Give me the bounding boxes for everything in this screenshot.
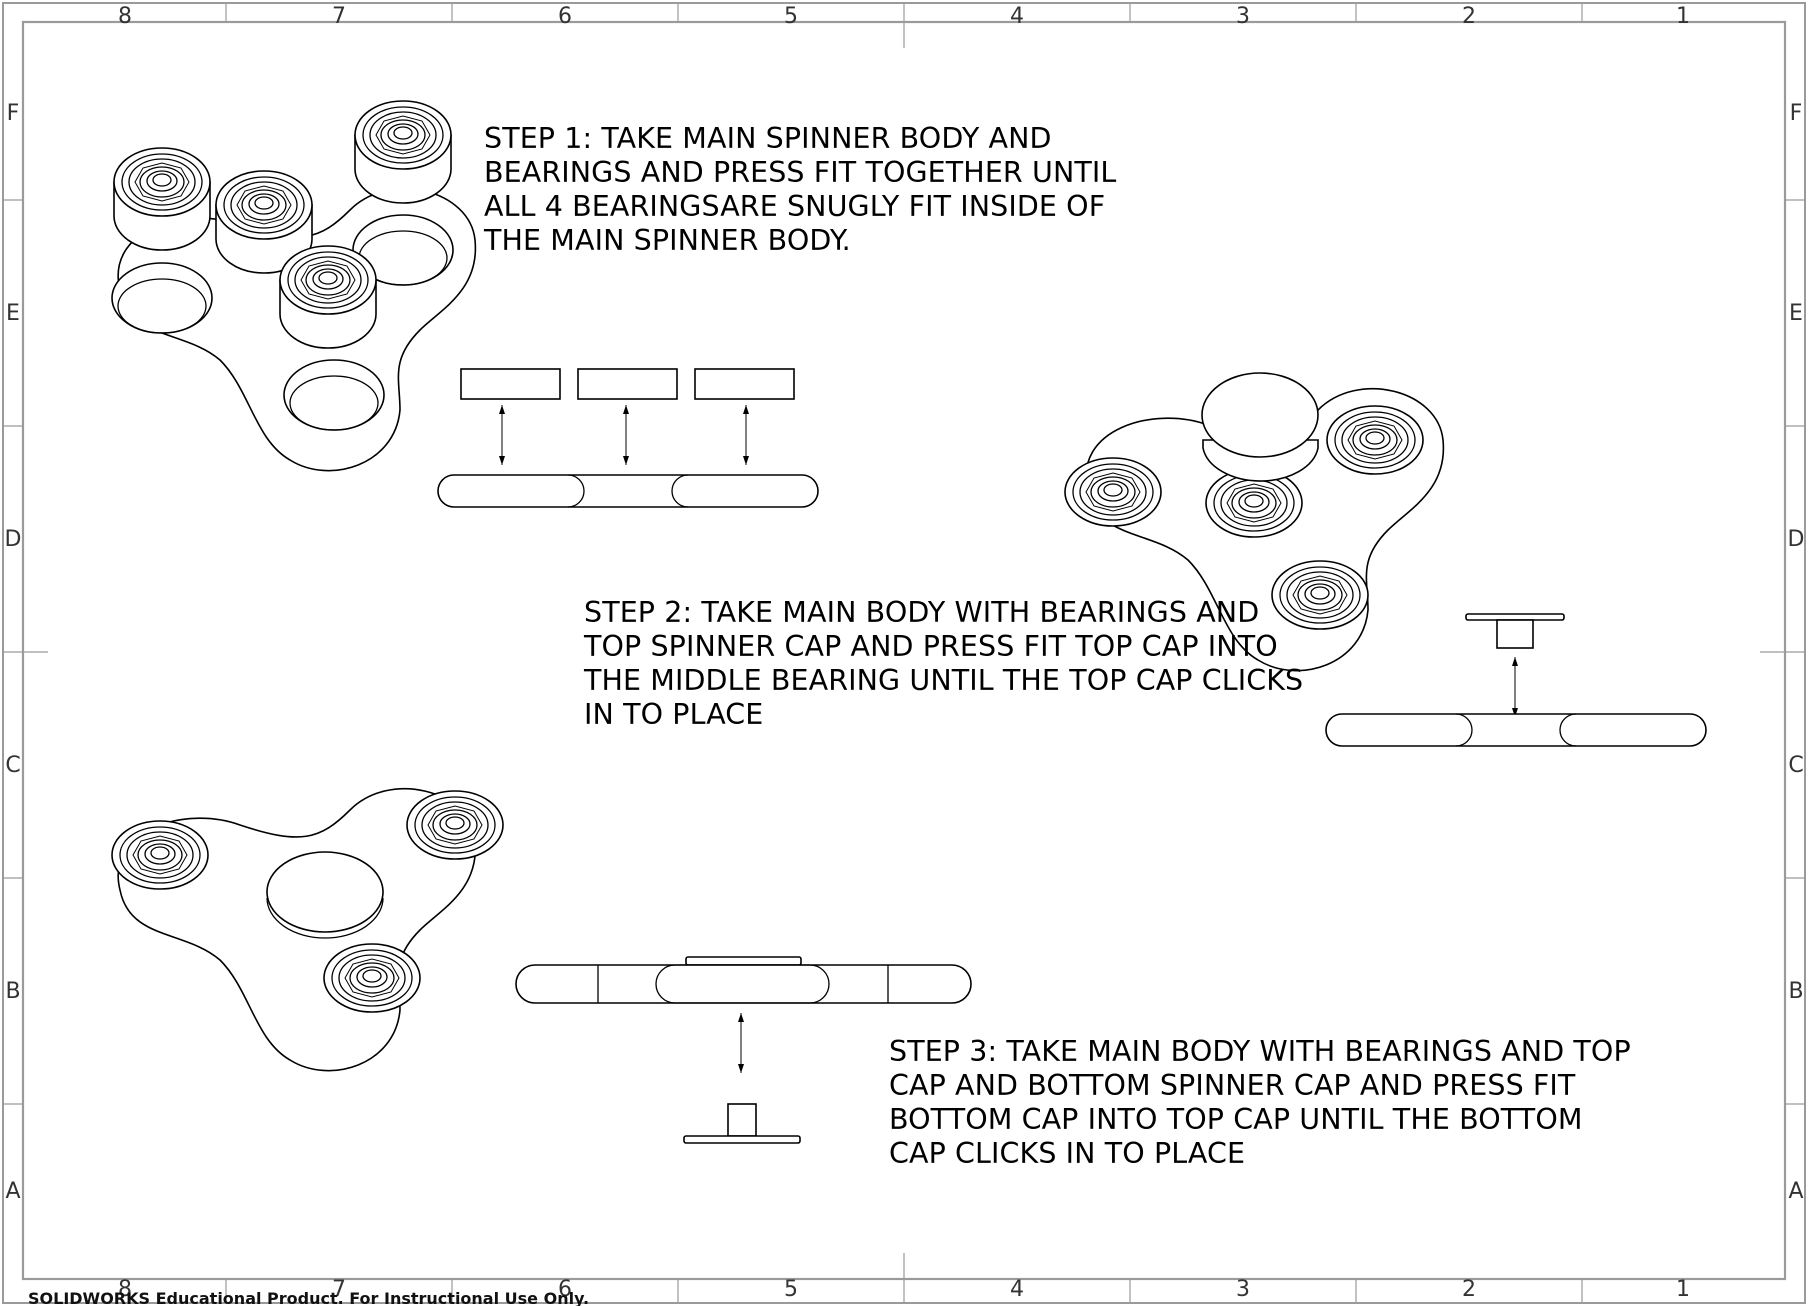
step1-line: BEARINGS AND PRESS FIT TOGETHER UNTIL [484, 156, 1116, 189]
step1-side-view [437, 368, 819, 508]
step3-line: BOTTOM CAP INTO TOP CAP UNTIL THE BOTTOM [889, 1103, 1583, 1136]
zone-label: B [1788, 979, 1803, 1004]
step2-line: THE MIDDLE BEARING UNTIL THE TOP CAP CLI… [583, 664, 1303, 697]
zone-label: 3 [1236, 4, 1250, 29]
zone-label: 4 [1010, 1277, 1024, 1302]
zone-label: A [5, 1179, 20, 1204]
step1-line: STEP 1: TAKE MAIN SPINNER BODY AND [484, 122, 1052, 155]
zone-label: 2 [1462, 1277, 1476, 1302]
zone-label: 5 [784, 4, 798, 29]
step1-isometric-view [111, 101, 477, 472]
zone-labels-right: F E D C B A [1788, 101, 1805, 1204]
step2-instructions: STEP 2: TAKE MAIN BODY WITH BEARINGS AND… [583, 596, 1312, 731]
zone-label: E [1789, 301, 1803, 326]
step2-line: TOP SPINNER CAP AND PRESS FIT TOP CAP IN… [583, 630, 1278, 663]
zone-label: E [6, 301, 20, 326]
step1-line: ALL 4 BEARINGSARE SNUGLY FIT INSIDE OF [484, 190, 1105, 223]
zone-label: 1 [1676, 1277, 1690, 1302]
step3-isometric-view [111, 787, 504, 1072]
zone-label: 1 [1676, 4, 1690, 29]
educational-watermark: SOLIDWORKS Educational Product. For Inst… [28, 1289, 589, 1306]
zone-label: A [1788, 1179, 1803, 1204]
step1-instructions: STEP 1: TAKE MAIN SPINNER BODY AND BEARI… [483, 122, 1126, 257]
step2-isometric-view [1064, 372, 1445, 672]
zone-label: 8 [118, 1277, 132, 1302]
zone-label: D [5, 527, 22, 552]
zone-label: 2 [1462, 4, 1476, 29]
zone-label: B [5, 979, 20, 1004]
zone-label: 7 [332, 1277, 346, 1302]
zone-label: 4 [1010, 4, 1024, 29]
step2-line: IN TO PLACE [584, 698, 763, 731]
step2-side-view [1325, 613, 1707, 747]
zone-label: C [1788, 753, 1803, 778]
zone-label: 5 [784, 1277, 798, 1302]
zone-label: 6 [558, 4, 572, 29]
zone-labels-left: F E D C B A [5, 101, 22, 1204]
zone-label: 3 [1236, 1277, 1250, 1302]
step3-line: CAP AND BOTTOM SPINNER CAP AND PRESS FIT [889, 1069, 1576, 1102]
zone-label: F [1790, 101, 1803, 126]
zone-label: 7 [332, 4, 346, 29]
zone-label: D [1788, 527, 1805, 552]
step3-line: CAP CLICKS IN TO PLACE [889, 1137, 1245, 1170]
zone-label: F [7, 101, 20, 126]
zone-label: C [5, 753, 20, 778]
step3-instructions: STEP 3: TAKE MAIN BODY WITH BEARINGS AND… [889, 1035, 1640, 1170]
step3-side-view [515, 956, 972, 1144]
zone-labels-top: 8 7 6 5 4 3 2 1 [118, 4, 1690, 29]
step1-line: THE MAIN SPINNER BODY. [483, 224, 851, 257]
zone-labels-bottom: 8 7 6 5 4 3 2 1 [118, 1277, 1690, 1302]
zone-label: 6 [558, 1277, 572, 1302]
step3-line: STEP 3: TAKE MAIN BODY WITH BEARINGS AND… [889, 1035, 1631, 1068]
zone-label: 8 [118, 4, 132, 29]
step2-line: STEP 2: TAKE MAIN BODY WITH BEARINGS AND [584, 596, 1259, 629]
